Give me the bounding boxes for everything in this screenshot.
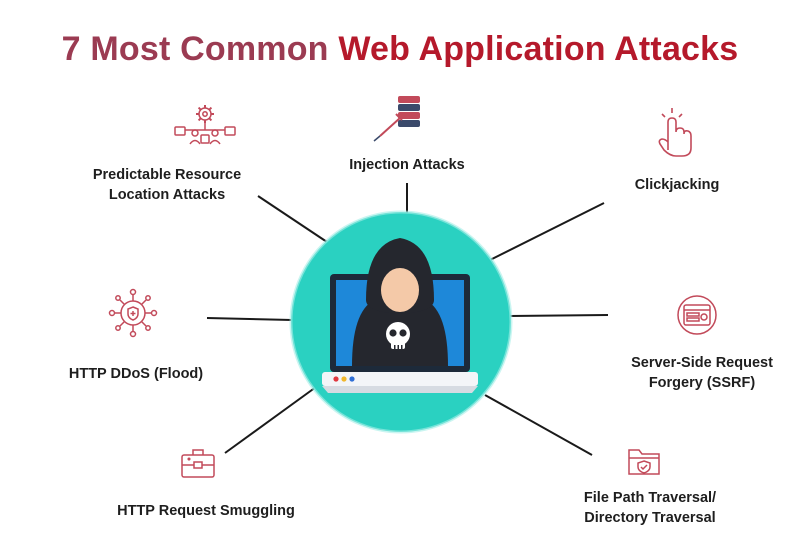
connector-smuggling <box>224 386 317 454</box>
connector-ssrf <box>509 314 609 317</box>
page-title: 7 Most Common Web Application Attacks <box>0 30 800 69</box>
face <box>381 268 419 312</box>
label-line: File Path Traversal/ <box>583 490 717 506</box>
gear-network-icon <box>174 105 236 145</box>
hacker-laptop-icon <box>289 210 513 434</box>
label-injection-attacks: Injection Attacks <box>336 155 478 175</box>
laptop-base <box>322 372 478 386</box>
label-file-path-traversal: File Path Traversal/ Directory Traversal <box>568 488 732 528</box>
connector-filepath <box>484 394 593 456</box>
connector-clickjacking <box>485 202 605 263</box>
label-line: HTTP Request Smuggling <box>117 503 295 519</box>
label-clickjacking: Clickjacking <box>622 175 732 195</box>
label-line: Server-Side Request <box>631 355 773 371</box>
title-part-1: 7 Most Common <box>61 30 329 68</box>
label-line: Forgery (SSRF) <box>648 375 756 391</box>
pointer-click-icon <box>658 108 692 157</box>
label-predictable-resource: Predictable Resource Location Attacks <box>86 165 248 205</box>
folder-shield-icon <box>628 449 660 475</box>
skull-icon <box>386 322 410 349</box>
server-window-icon <box>677 295 717 335</box>
label-line: Location Attacks <box>108 187 226 203</box>
label-ssrf: Server-Side Request Forgery (SSRF) <box>617 353 787 393</box>
label-line: Clickjacking <box>634 177 720 193</box>
label-line: Predictable Resource <box>92 167 242 183</box>
label-line: HTTP DDoS (Flood) <box>68 366 204 382</box>
briefcase-icon <box>181 449 215 478</box>
connector-lines <box>206 183 609 456</box>
label-line: Directory Traversal <box>584 510 716 526</box>
database-syringe-icon <box>373 96 420 142</box>
label-line: Injection Attacks <box>349 157 465 173</box>
label-http-ddos: HTTP DDoS (Flood) <box>60 364 212 384</box>
shield-network-icon <box>108 288 158 338</box>
title-part-2: Web Application Attacks <box>338 30 739 68</box>
connector-ddos <box>206 317 293 321</box>
label-http-request-smuggling: HTTP Request Smuggling <box>108 501 304 521</box>
connector-predictable <box>257 195 334 247</box>
